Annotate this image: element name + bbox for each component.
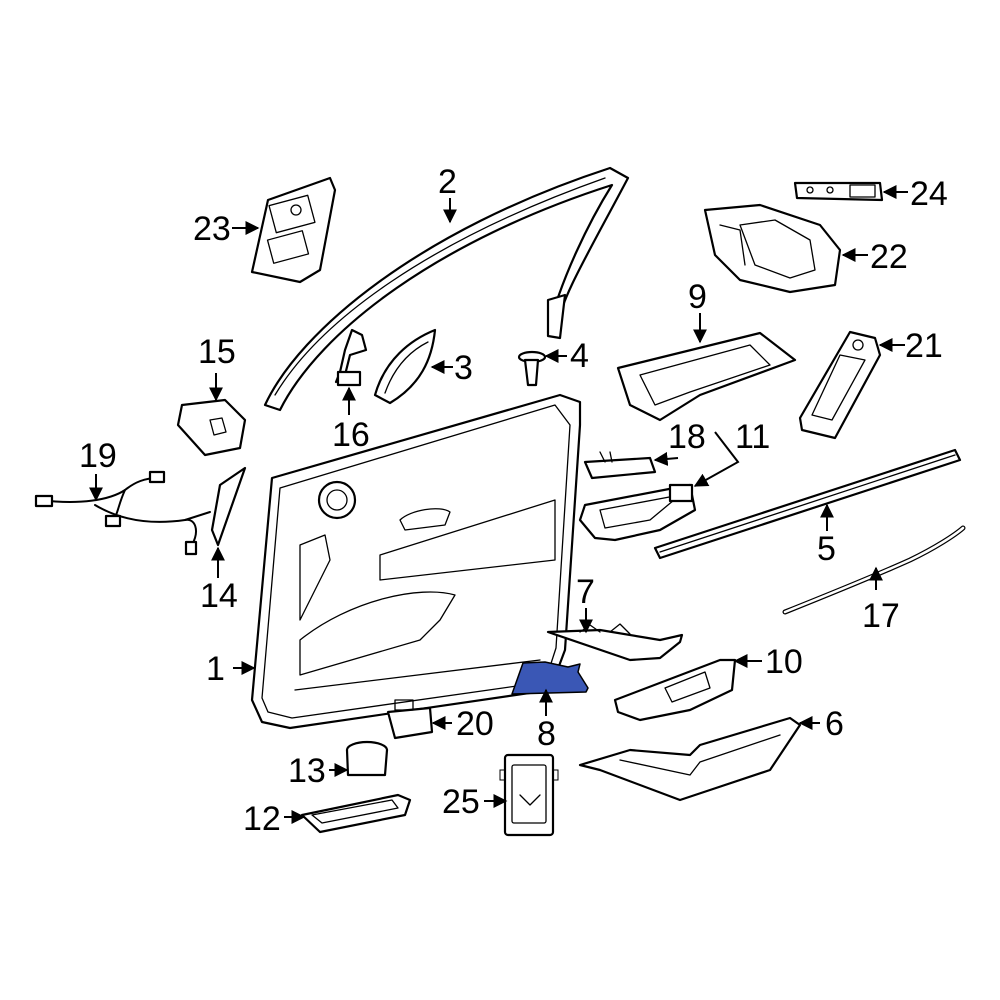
- callout-16: 16: [332, 416, 370, 454]
- callout-labels: 1 2 3 4 5 6 7 8 9 10 11 12 13 14 15 16 1…: [79, 163, 948, 838]
- callout-9: 9: [688, 278, 707, 316]
- part-15-module[interactable]: [176, 398, 247, 457]
- part-18-bracket[interactable]: [583, 451, 657, 480]
- part-6-armrest[interactable]: [578, 716, 802, 802]
- callout-3: 3: [454, 349, 473, 387]
- callout-22: 22: [870, 238, 908, 276]
- part-3-tweeter-cover[interactable]: [373, 328, 437, 405]
- part-20-button[interactable]: [386, 699, 434, 740]
- part-11-handle-assembly[interactable]: [578, 483, 697, 542]
- part-23-mirror-switch[interactable]: [250, 176, 337, 284]
- part-19-wiring-harness[interactable]: [34, 470, 211, 556]
- part-14-mirror-cover[interactable]: [210, 466, 247, 547]
- part-17-seal-strip[interactable]: [782, 525, 966, 615]
- leader-lines: [89, 185, 908, 824]
- callout-14: 14: [200, 577, 238, 615]
- callout-19: 19: [79, 437, 117, 475]
- part-13-cup-holder[interactable]: [345, 740, 389, 777]
- part-21-window-switch[interactable]: [798, 330, 882, 440]
- callout-11: 11: [735, 418, 770, 456]
- callout-17: 17: [862, 597, 900, 635]
- callout-2: 2: [438, 163, 457, 201]
- callout-24: 24: [910, 175, 948, 213]
- callout-5: 5: [817, 530, 836, 568]
- callout-21: 21: [905, 327, 943, 365]
- part-4-clip[interactable]: [517, 350, 547, 387]
- part-22-seat-switch[interactable]: [703, 203, 842, 294]
- part-8-highlighted-trim[interactable]: [511, 661, 589, 695]
- part-16-connector[interactable]: [334, 328, 368, 387]
- callout-23: 23: [193, 210, 231, 248]
- part-7-armrest-bracket[interactable]: [546, 623, 684, 662]
- callout-15: 15: [198, 333, 236, 371]
- callout-10: 10: [765, 643, 803, 681]
- part-10-switch-bezel[interactable]: [613, 658, 737, 722]
- callout-6: 6: [825, 705, 844, 743]
- callout-18: 18: [668, 418, 706, 456]
- callout-4: 4: [570, 337, 589, 375]
- part-12-storage-tray[interactable]: [300, 793, 412, 834]
- part-9-pull-handle-cover[interactable]: [616, 331, 797, 422]
- callout-13: 13: [288, 752, 326, 790]
- callout-8: 8: [537, 715, 556, 753]
- callout-20: 20: [456, 705, 494, 743]
- part-2-window-frame-molding[interactable]: [263, 166, 630, 412]
- part-24-switch-trim[interactable]: [793, 181, 884, 202]
- callout-25: 25: [442, 783, 480, 821]
- callout-12: 12: [243, 800, 281, 838]
- callout-1: 1: [206, 650, 225, 688]
- part-25-switch[interactable]: [499, 753, 559, 837]
- callout-7: 7: [576, 573, 595, 611]
- part-5-belt-molding[interactable]: [653, 448, 962, 560]
